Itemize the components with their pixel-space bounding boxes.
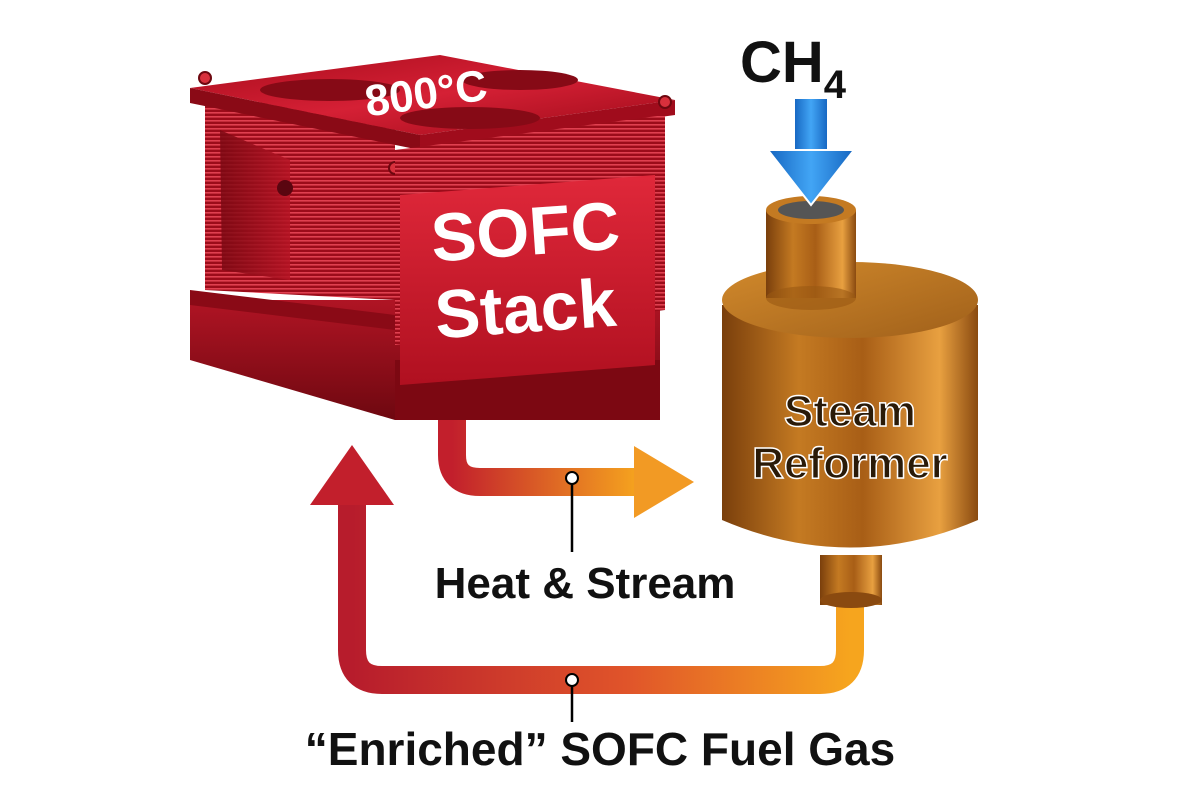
heat-steam-arrowhead	[634, 446, 694, 518]
ch4-label: CH4	[740, 30, 847, 107]
heat-callout-dot	[565, 471, 579, 485]
steam-reformer	[722, 196, 978, 608]
heat-steam-label: Heat & Stream	[435, 559, 736, 608]
stack-base-top	[190, 290, 395, 330]
ch4-formula: CH	[740, 30, 824, 95]
fuel-gas-pipe	[310, 445, 864, 694]
sofc-stack	[190, 55, 675, 420]
callouts	[565, 471, 579, 722]
ch4-subscript: 4	[824, 63, 847, 107]
fuel-gas-label: “Enriched” SOFC Fuel Gas	[305, 723, 895, 775]
stack-front-panel	[400, 175, 655, 385]
heat-steam-pipe	[438, 420, 694, 518]
stack-lid	[190, 55, 675, 135]
reformer-inlet	[766, 210, 856, 298]
stack-title-line1: SOFC	[429, 188, 623, 277]
stack-title-line2: Stack	[432, 265, 618, 353]
fuel-gas-arrowhead	[310, 445, 394, 505]
reformer-label-line2: Reformer	[752, 439, 948, 488]
reformer-label-line1: Steam	[784, 387, 916, 436]
fuel-callout-dot	[565, 673, 579, 687]
ch4-inflow-arrow	[765, 97, 857, 207]
